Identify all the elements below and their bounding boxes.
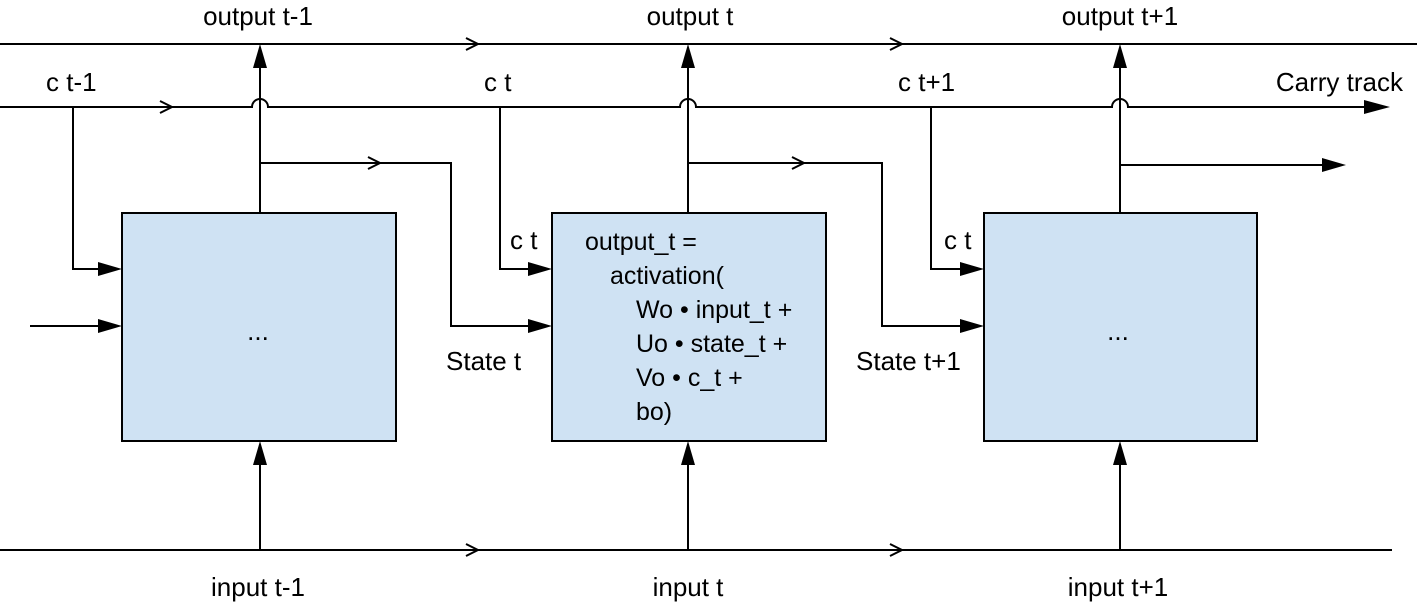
state-arrowhead-right	[960, 319, 984, 333]
middle-formula: output_t = activation( Wo • input_t + Uo…	[585, 228, 792, 426]
box-right-ellipsis: ...	[1107, 316, 1129, 346]
label-output-prev: output t-1	[203, 1, 313, 31]
label-output-next: output t+1	[1062, 1, 1178, 31]
state-out-right-arrowhead	[1322, 158, 1346, 172]
output-line-chevron-2	[889, 37, 905, 51]
carry-drop-left-arrowhead	[98, 262, 122, 276]
label-input-prev: input t-1	[211, 572, 305, 602]
cell-box-right	[983, 212, 1258, 442]
state-chevron-2	[791, 156, 807, 170]
output-line-chevron-1	[465, 37, 481, 51]
state-arrowhead-middle	[528, 319, 552, 333]
input-line-chevron-2	[889, 543, 905, 557]
state-arrow-left-to-middle	[260, 162, 530, 327]
label-c-in-middle: c t	[510, 225, 538, 255]
output-arrowhead-left	[253, 44, 267, 68]
input-line-chevron-1	[465, 543, 481, 557]
formula-line: bo)	[636, 398, 672, 426]
output-arrowhead-middle	[681, 44, 695, 68]
label-carry-next: c t+1	[898, 67, 955, 97]
label-state-curr: State t	[446, 346, 522, 376]
carry-track-line	[0, 98, 1372, 108]
input-arrowhead-left	[253, 441, 267, 465]
label-output-curr: output t	[647, 1, 735, 31]
carry-drop-left	[72, 107, 100, 270]
label-carry-prev: c t-1	[46, 67, 97, 97]
label-carry-track: Carry track	[1276, 67, 1404, 97]
label-input-next: input t+1	[1068, 572, 1168, 602]
formula-line: Wo • input_t +	[636, 296, 792, 324]
state-arrow-middle-to-right	[688, 162, 962, 327]
input-arrowhead-middle	[681, 441, 695, 465]
carry-drop-right	[930, 107, 962, 270]
carry-drop-middle-arrowhead	[528, 262, 552, 276]
label-c-in-right: c t	[944, 225, 972, 255]
formula-line: output_t =	[585, 228, 697, 256]
cell-box-left	[121, 212, 397, 442]
formula-line: Vo • c_t +	[636, 364, 743, 392]
label-state-next: State t+1	[856, 346, 961, 376]
state-in-left-arrowhead	[98, 319, 122, 333]
carry-drop-middle	[499, 107, 530, 270]
state-chevron-1	[367, 156, 383, 170]
carry-line-chevron	[159, 100, 175, 114]
formula-line: Uo • state_t +	[636, 330, 787, 358]
input-arrowhead-right	[1113, 441, 1127, 465]
box-left-ellipsis: ...	[247, 316, 269, 346]
output-arrowhead-right	[1113, 44, 1127, 68]
label-input-curr: input t	[653, 572, 725, 602]
carry-drop-right-arrowhead	[960, 262, 984, 276]
cell-box-middle	[551, 212, 827, 442]
carry-track-arrowhead	[1364, 100, 1390, 114]
formula-line: activation(	[610, 262, 725, 290]
label-carry-curr: c t	[484, 67, 512, 97]
